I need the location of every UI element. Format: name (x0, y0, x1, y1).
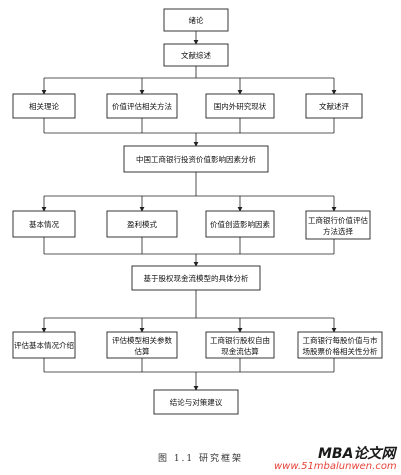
box-fcfe-est (205, 331, 275, 359)
label-param-est-2: 估算 (135, 346, 150, 356)
box-theory (12, 93, 76, 119)
box-value-factors (205, 210, 275, 238)
label-valuation-methods: 价值评估相关方法 (112, 101, 172, 111)
box-literature-comment (305, 93, 363, 119)
label-param-est-1: 评估模型相关参数 (112, 335, 172, 345)
box-method-selection (305, 210, 371, 240)
figure-caption: 图 1.1 研究框架 (157, 454, 244, 464)
label-conclusion: 结论与对策建议 (170, 397, 223, 407)
label-method-selection-1: 工商银行价值评估 (308, 215, 368, 225)
box-price-analysis (297, 331, 383, 359)
box-basic-info (12, 210, 76, 238)
label-assess-basic: 评估基本情况介绍 (14, 340, 74, 350)
box-profit-model (106, 210, 178, 238)
label-value-factors: 价值创造影响因素 (210, 219, 270, 229)
label-profit-model: 盈利模式 (127, 219, 157, 229)
box-factor-analysis (123, 145, 269, 173)
watermark-logo: MBA论文网 (318, 446, 396, 462)
label-basic-info: 基本情况 (29, 219, 59, 229)
box-fcfe-analysis (131, 265, 261, 291)
label-intro: 绪论 (189, 15, 204, 25)
box-review (163, 43, 229, 67)
label-fcfe-est-2: 现金流估算 (221, 346, 259, 356)
label-fcfe-est-1: 工商银行股权自由 (210, 335, 270, 345)
label-research-status: 国内外研究现状 (214, 101, 267, 111)
label-review: 文献综述 (181, 50, 211, 60)
label-theory: 相关理论 (29, 101, 59, 111)
label-factor-analysis: 中国工商银行投资价值影响因素分析 (136, 154, 256, 164)
label-fcfe-analysis: 基于股权现金流模型的具体分析 (144, 273, 249, 283)
label-price-analysis-2: 场股票价格相关性分析 (303, 346, 378, 356)
label-method-selection-2: 方法选择 (323, 226, 353, 236)
box-intro (163, 8, 229, 32)
box-valuation-methods (106, 93, 178, 119)
box-assess-basic (12, 331, 76, 359)
box-conclusion (153, 389, 239, 415)
label-price-analysis-1: 工商银行每股价值与市 (303, 335, 378, 345)
watermark-url: www.51mbalunwen.com (274, 461, 397, 472)
box-param-est (106, 331, 178, 359)
box-research-status (205, 93, 275, 119)
label-literature-comment: 文献述评 (319, 101, 349, 111)
